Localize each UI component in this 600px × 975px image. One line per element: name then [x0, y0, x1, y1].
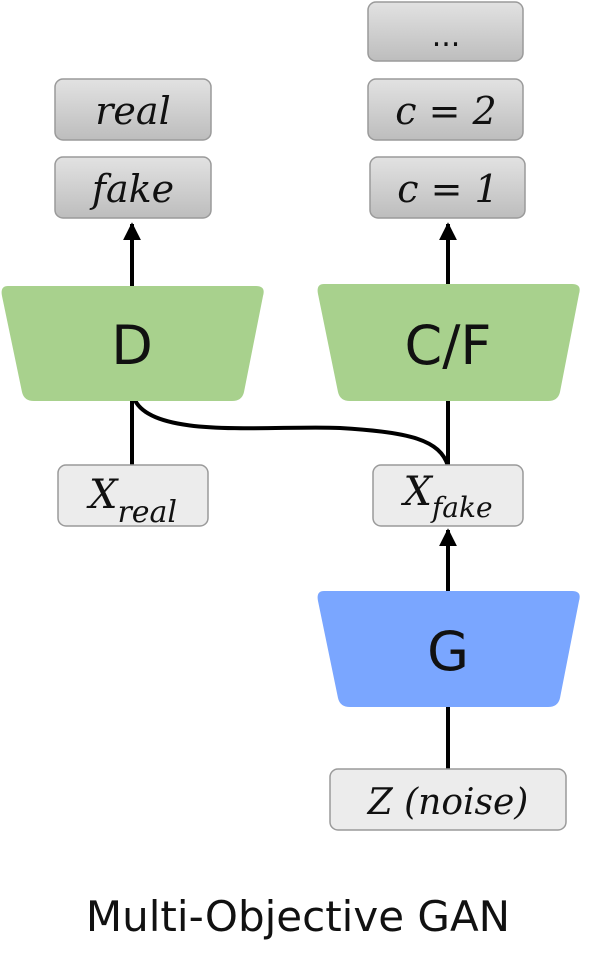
input-box-noise — [329, 768, 567, 831]
classifier-block: C/F — [317, 284, 580, 401]
classifier-label: C/F — [405, 314, 492, 377]
connection-lines — [123, 222, 457, 770]
diagram-caption: Multi-Objective GAN — [86, 892, 510, 941]
input-label-x-real: Xreal — [86, 472, 177, 530]
input-x-real: Xreal — [57, 464, 209, 530]
classifier-shape — [317, 284, 580, 401]
discriminator-label: D — [111, 314, 153, 377]
input-box-x-fake — [372, 464, 524, 527]
output-label-real: real — [95, 89, 170, 133]
output-label-fake: fake — [89, 167, 174, 211]
output-box-c2 — [367, 78, 524, 141]
input-box-x-real — [57, 464, 209, 527]
output-box-c1 — [369, 156, 526, 219]
input-label-noise: Z (noise) — [367, 782, 529, 823]
output-label-ellipsis: ... — [432, 19, 461, 54]
discriminator-outputs: real fake — [54, 78, 212, 219]
output-label-c2: c = 2 — [395, 89, 496, 133]
noise-input: Z (noise) — [329, 768, 567, 831]
classifier-outputs: ... c = 2 c = 1 — [367, 1, 526, 219]
xfake-to-d-curve — [132, 397, 450, 467]
generator-shape — [317, 591, 580, 707]
input-x-fake: Xfake — [372, 464, 524, 527]
discriminator-block: D — [1, 286, 264, 401]
output-box-ellipsis — [367, 1, 524, 62]
generator-block: G — [317, 591, 580, 707]
generator-label: G — [427, 620, 469, 683]
output-label-c1: c = 1 — [397, 167, 498, 211]
input-label-x-fake: Xfake — [400, 469, 492, 524]
output-box-real — [54, 78, 212, 141]
output-box-fake — [54, 156, 212, 219]
discriminator-shape — [1, 286, 264, 401]
